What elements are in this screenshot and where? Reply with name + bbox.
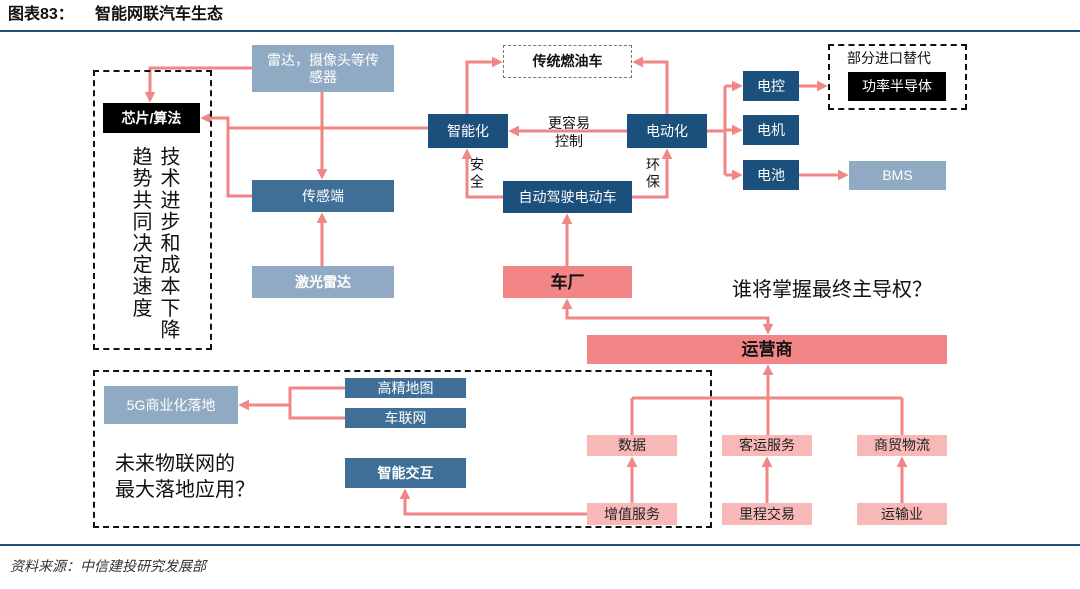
operator-box: 运营商: [587, 335, 947, 364]
figure-title: 智能网联汽车生态: [95, 6, 224, 23]
intelligent-box: 智能化: [428, 114, 508, 148]
arrow-autonomous-to-electric: [632, 148, 673, 199]
iot-frame: [93, 370, 712, 528]
smart-interaction-label: 智能交互: [377, 464, 434, 481]
chip-algorithm-label: 芯片/算法: [121, 109, 182, 126]
arrow-autonomous-to-intelligent: [461, 148, 503, 199]
passenger-service-box: 客运服务: [722, 435, 812, 456]
smart-interaction-box: 智能交互: [345, 458, 466, 488]
iot-question-line-1: 未来物联网的: [115, 453, 235, 475]
radar-camera-label-line-2: 感器: [309, 68, 337, 85]
battery-label: 电池: [757, 166, 785, 183]
safety-note: 安全: [469, 157, 485, 191]
transport-box: 运输业: [857, 503, 947, 525]
iot-question-line-2: 最大落地应用？: [115, 479, 255, 501]
arrow-sensor-end-to-chip: [200, 112, 252, 198]
easier-control-line-2: 控制: [555, 133, 583, 149]
5g-commercial-label: 5G商业化落地: [126, 396, 216, 413]
passenger-service-label: 客运服务: [739, 437, 795, 453]
autonomous-ev-label: 自动驾驶电动车: [518, 188, 617, 205]
iot-question: 未来物联网的 最大落地应用？: [115, 451, 255, 503]
data-label: 数据: [618, 437, 646, 453]
electric-box: 电动化: [627, 114, 707, 148]
radar-camera-box: 雷达，摄像头等传 感器: [252, 45, 394, 92]
commercial-logistics-box: 商贸物流: [857, 435, 947, 456]
arrow-value-added-to-interaction: [399, 488, 587, 516]
power-semiconductor-box: 功率半导体: [848, 72, 946, 101]
traditional-fuel-car-label: 传统燃油车: [532, 53, 603, 69]
top-rule: [0, 30, 1080, 32]
power-semiconductor-label: 功率半导体: [862, 78, 932, 94]
value-added-box: 增值服务: [587, 503, 677, 525]
motor-label: 电机: [757, 121, 785, 138]
bms-label: BMS: [882, 167, 913, 183]
5g-commercial-box: 5G商业化落地: [104, 386, 238, 424]
lidar-box: 激光雷达: [252, 266, 394, 298]
mileage-trading-box: 里程交易: [722, 503, 812, 525]
figure-number: 图表83：: [8, 6, 74, 23]
source-note: 资料来源：中信建投研究发展部: [10, 558, 206, 574]
arrow-electric-to-fuel-car: [632, 56, 669, 114]
v2x-box: 车联网: [345, 408, 466, 428]
arrow-oem-operator-bidirectional: [561, 298, 774, 335]
control-label: 电控: [757, 77, 785, 94]
radar-camera-label-line-1: 雷达，摄像头等传: [267, 51, 379, 68]
note-column-2: 趋势共同决定速度: [129, 146, 151, 319]
v2x-label: 车联网: [384, 409, 427, 426]
tech-cost-frame: [93, 70, 212, 350]
bms-box: BMS: [849, 161, 946, 190]
operator-label: 运营商: [741, 340, 793, 359]
battery-box: 电池: [743, 160, 799, 190]
eco-note: 环保: [645, 157, 661, 191]
data-box: 数据: [587, 435, 677, 456]
chip-algorithm-box: 芯片/算法: [103, 103, 200, 133]
dominance-question: 谁将掌握最终主导权？: [732, 279, 932, 301]
commercial-logistics-label: 商贸物流: [874, 437, 930, 453]
arrow-intelligent-to-fuel-car: [465, 56, 503, 114]
intelligent-label: 智能化: [447, 122, 489, 139]
bottom-rule: [0, 544, 1080, 546]
note-column-1: 技术进步和成本下降: [157, 146, 179, 341]
sensor-end-label: 传感端: [302, 187, 344, 204]
arrow-radar-to-chip: [144, 66, 252, 103]
import-substitution-frame: [828, 44, 967, 110]
oem-label: 车厂: [550, 272, 585, 292]
autonomous-ev-box: 自动驾驶电动车: [503, 181, 632, 213]
mileage-trading-label: 里程交易: [739, 505, 795, 522]
electric-label: 电动化: [646, 122, 688, 139]
transport-label: 运输业: [881, 505, 923, 522]
traditional-fuel-car-box: 传统燃油车: [503, 45, 632, 78]
import-substitution-note: 部分进口替代: [847, 50, 931, 66]
sensor-end-box: 传感端: [252, 180, 394, 212]
oem-box: 车厂: [503, 266, 632, 298]
value-added-label: 增值服务: [604, 505, 660, 522]
easier-control-line-1: 更容易: [548, 115, 590, 131]
hd-map-label: 高精地图: [377, 379, 434, 396]
motor-box: 电机: [743, 115, 799, 145]
hd-map-box: 高精地图: [345, 378, 466, 398]
control-box: 电控: [743, 71, 799, 101]
lidar-label: 激光雷达: [295, 273, 351, 290]
line-map-v2x-join: [288, 386, 345, 420]
easier-control-note: 更容易 控制: [527, 114, 611, 150]
